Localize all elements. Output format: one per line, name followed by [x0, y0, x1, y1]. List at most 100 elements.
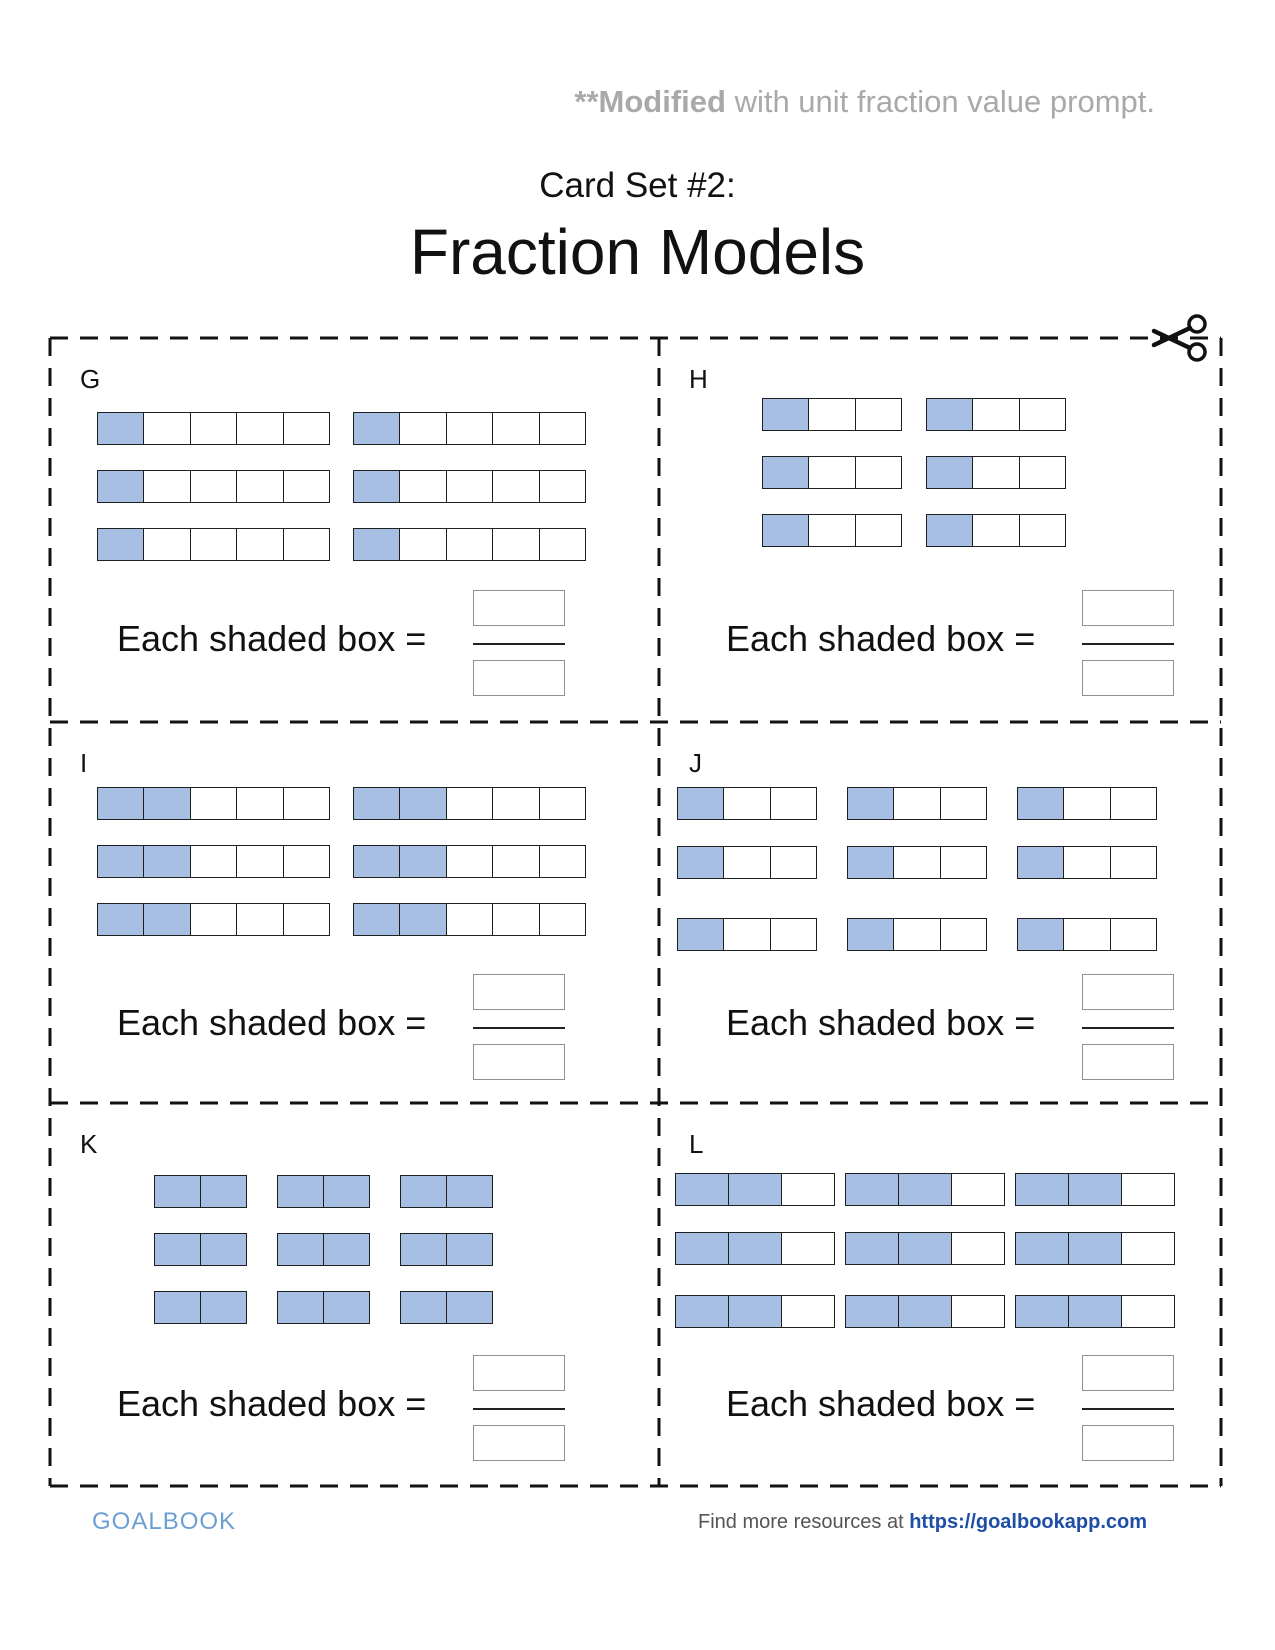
denominator-answer-box[interactable]	[473, 1044, 565, 1080]
each-shaded-box-label: Each shaded box =	[117, 1002, 427, 1043]
fraction-strip	[97, 787, 330, 820]
unshaded-cell	[190, 529, 238, 560]
unshaded-cell	[1122, 1174, 1174, 1205]
unshaded-cell	[539, 471, 586, 502]
shaded-cell	[899, 1233, 952, 1264]
shaded-cell	[1069, 1296, 1122, 1327]
numerator-answer-box[interactable]	[473, 1355, 565, 1391]
shaded-cell	[927, 399, 974, 430]
shaded-cell	[155, 1292, 201, 1323]
shaded-cell	[354, 788, 401, 819]
numerator-answer-box[interactable]	[1082, 590, 1174, 626]
unshaded-cell	[770, 847, 816, 878]
fraction-strip	[97, 412, 330, 445]
footer-resources-text: Find more resources at	[698, 1511, 910, 1533]
fraction-strip	[926, 456, 1066, 489]
fraction-strip	[845, 1232, 1005, 1265]
fraction-strip	[277, 1175, 370, 1208]
shaded-cell	[1018, 847, 1065, 878]
shaded-cell	[447, 1176, 492, 1207]
unshaded-cell	[782, 1233, 834, 1264]
unshaded-cell	[973, 399, 1020, 430]
fraction-strip	[1015, 1232, 1175, 1265]
denominator-answer-box[interactable]	[473, 1425, 565, 1461]
unshaded-cell	[894, 788, 941, 819]
shaded-cell	[324, 1292, 369, 1323]
unshaded-cell	[770, 788, 816, 819]
goalbook-link[interactable]: https://goalbookapp.com	[909, 1511, 1147, 1533]
fraction-strip	[677, 787, 817, 820]
fraction-strip	[926, 514, 1066, 547]
unshaded-cell	[283, 904, 330, 935]
page-title: Fraction Models	[409, 216, 866, 288]
unshaded-cell	[446, 846, 494, 877]
shaded-cell	[1016, 1233, 1069, 1264]
unshaded-cell	[539, 846, 586, 877]
fraction-strip	[97, 470, 330, 503]
shaded-cell	[848, 788, 895, 819]
shaded-cell	[354, 471, 401, 502]
card-letter-h: H	[689, 364, 708, 394]
shaded-cell	[1018, 788, 1065, 819]
unshaded-cell	[724, 788, 771, 819]
shaded-cell	[1016, 1296, 1069, 1327]
unshaded-cell	[190, 788, 238, 819]
unshaded-cell	[894, 847, 941, 878]
fraction-strip	[675, 1295, 835, 1328]
unshaded-cell	[237, 529, 284, 560]
fraction-strip	[400, 1291, 493, 1324]
fraction-bar	[473, 1027, 565, 1029]
scissors-icon	[1150, 312, 1210, 369]
denominator-answer-box[interactable]	[1082, 1425, 1174, 1461]
fraction-strip	[97, 528, 330, 561]
unshaded-cell	[1064, 847, 1111, 878]
unshaded-cell	[1122, 1233, 1174, 1264]
shaded-cell	[676, 1296, 729, 1327]
fraction-strip	[677, 918, 817, 951]
each-shaded-box-label: Each shaded box =	[726, 1002, 1036, 1043]
unshaded-cell	[1019, 457, 1065, 488]
modified-note-bold: **Modified	[574, 84, 726, 119]
unshaded-cell	[493, 788, 540, 819]
numerator-answer-box[interactable]	[473, 590, 565, 626]
unshaded-cell	[973, 515, 1020, 546]
fraction-strip	[1017, 846, 1157, 879]
shaded-cell	[144, 904, 191, 935]
modified-note-rest: with unit fraction value prompt.	[725, 84, 1155, 119]
fraction-bar	[1082, 1027, 1174, 1029]
unshaded-cell	[446, 904, 494, 935]
unshaded-cell	[144, 413, 191, 444]
fraction-strip	[677, 846, 817, 879]
shaded-cell	[201, 1292, 246, 1323]
shaded-cell	[676, 1233, 729, 1264]
denominator-answer-box[interactable]	[1082, 660, 1174, 696]
shaded-cell	[846, 1174, 899, 1205]
fraction-strip	[97, 903, 330, 936]
unshaded-cell	[952, 1233, 1004, 1264]
unshaded-cell	[283, 846, 330, 877]
shaded-cell	[846, 1233, 899, 1264]
fraction-bar	[1082, 643, 1174, 645]
unshaded-cell	[237, 904, 284, 935]
unshaded-cell	[1110, 847, 1156, 878]
numerator-answer-box[interactable]	[473, 974, 565, 1010]
unshaded-cell	[539, 529, 586, 560]
shaded-cell	[1069, 1174, 1122, 1205]
unshaded-cell	[1064, 919, 1111, 950]
numerator-answer-box[interactable]	[1082, 1355, 1174, 1391]
fraction-strip	[1015, 1295, 1175, 1328]
unshaded-cell	[782, 1174, 834, 1205]
unshaded-cell	[190, 904, 238, 935]
card-letter-g: G	[80, 364, 101, 394]
denominator-answer-box[interactable]	[473, 660, 565, 696]
unshaded-cell	[940, 919, 986, 950]
shaded-cell	[98, 788, 145, 819]
numerator-answer-box[interactable]	[1082, 974, 1174, 1010]
shaded-cell	[447, 1292, 492, 1323]
denominator-answer-box[interactable]	[1082, 1044, 1174, 1080]
fraction-strip	[353, 787, 586, 820]
shaded-cell	[278, 1234, 324, 1265]
fraction-strip	[675, 1232, 835, 1265]
unshaded-cell	[237, 846, 284, 877]
unshaded-cell	[400, 413, 447, 444]
